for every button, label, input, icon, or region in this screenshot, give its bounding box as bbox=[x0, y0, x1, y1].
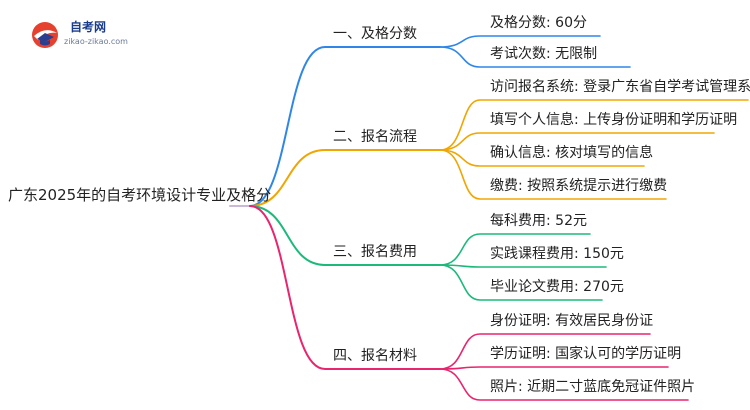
leaf-label-3-2: 实践课程费用: 150元 bbox=[490, 246, 624, 262]
leaf-label-1-2: 考试次数: 无限制 bbox=[490, 46, 598, 62]
leaf-label-2-2: 填写个人信息: 上传身份证明和学历证明 bbox=[490, 112, 738, 128]
leaf-line-4-1 bbox=[439, 333, 651, 370]
logo-domain: zikao-zikao.com bbox=[64, 37, 128, 46]
branch-label-4: 四、报名材料 bbox=[333, 348, 417, 364]
leaf-label-3-3: 毕业论文费用: 270元 bbox=[490, 279, 624, 295]
leaf-label-4-1: 身份证明: 有效居民身份证 bbox=[490, 313, 654, 329]
graduation-cap-icon bbox=[32, 22, 58, 48]
branch-line-2 bbox=[249, 149, 441, 207]
leaf-label-4-2: 学历证明: 国家认可的学历证明 bbox=[490, 346, 682, 362]
leaf-label-2-4: 缴费: 按照系统提示进行缴费 bbox=[490, 178, 668, 194]
branch-line-3 bbox=[249, 205, 441, 266]
branch-label-2: 二、报名流程 bbox=[333, 129, 417, 145]
leaf-line-2-4 bbox=[439, 149, 667, 200]
logo-name: 自考网 bbox=[70, 20, 107, 34]
leaf-label-2-1: 访问报名系统: 登录广东省自学考试管理系统 bbox=[490, 79, 750, 95]
leaf-label-2-3: 确认信息: 核对填写的信息 bbox=[490, 145, 654, 161]
leaf-line-4-3 bbox=[439, 368, 689, 401]
leaf-label-4-3: 照片: 近期二寸蓝底免冠证件照片 bbox=[490, 379, 696, 395]
leaf-line-4-2 bbox=[439, 366, 669, 370]
branch-label-3: 三、报名费用 bbox=[333, 244, 417, 260]
branch-line-4 bbox=[249, 205, 441, 370]
site-logo: 自考网 zikao-zikao.com bbox=[30, 18, 150, 54]
leaf-label-3-1: 每科费用: 52元 bbox=[490, 213, 587, 229]
leaf-line-1-1 bbox=[439, 35, 601, 48]
leaf-label-1-1: 及格分数: 60分 bbox=[490, 15, 587, 31]
leaf-line-1-2 bbox=[439, 46, 631, 68]
branch-label-1: 一、及格分数 bbox=[333, 26, 417, 42]
leaf-line-3-2 bbox=[439, 264, 607, 268]
root-node-label: 广东2025年的自考环境设计专业及格分 bbox=[8, 186, 272, 204]
leaf-line-2-1 bbox=[439, 99, 749, 151]
leaf-line-3-1 bbox=[439, 233, 591, 266]
leaf-line-2-2 bbox=[439, 132, 715, 151]
leaf-line-3-3 bbox=[439, 264, 603, 301]
branch-line-1 bbox=[249, 46, 441, 207]
